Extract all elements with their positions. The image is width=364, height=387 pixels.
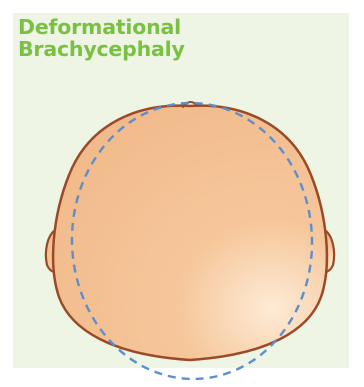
- head-top-view-illustration: [0, 0, 364, 387]
